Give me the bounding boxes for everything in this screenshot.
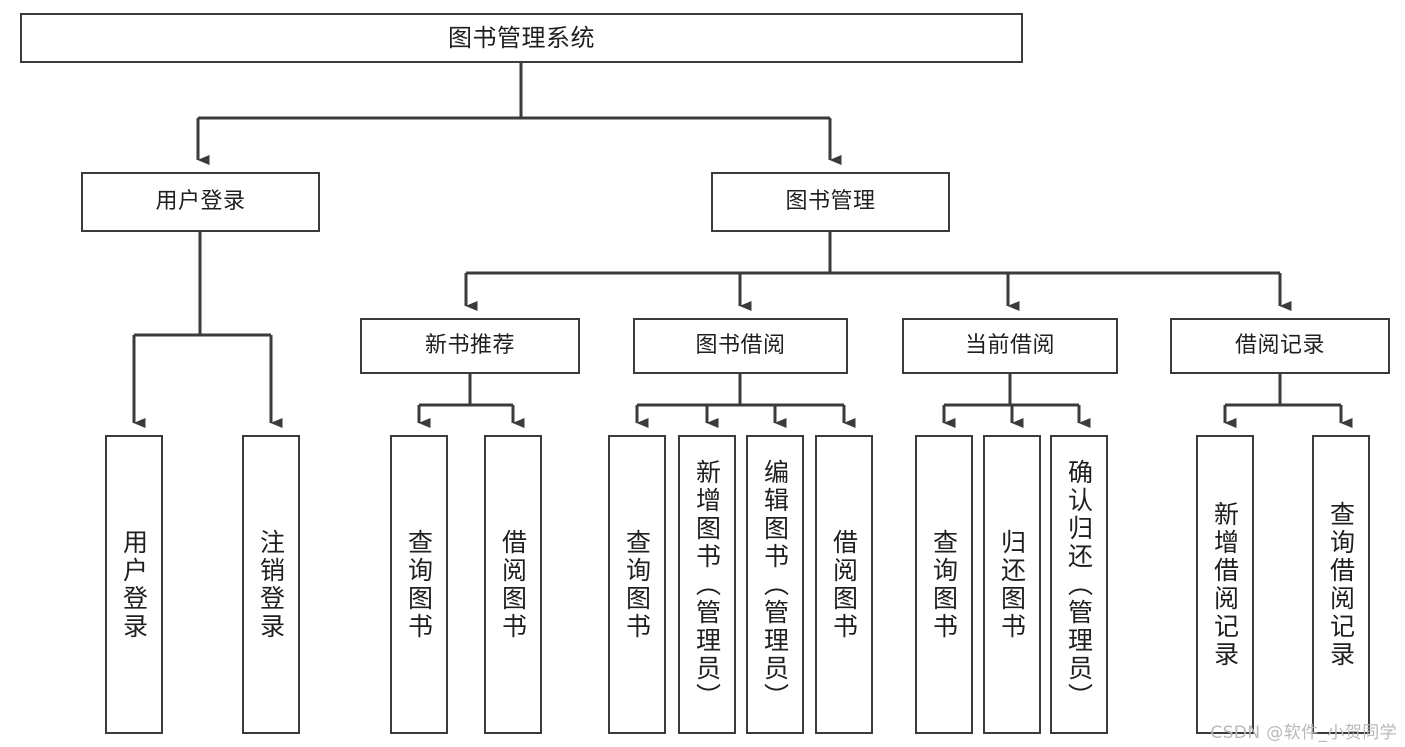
node-leaf-add-book[interactable]: 新增图书（管理员） [678,435,736,734]
node-leaf-add-book-label: 新增图书（管理员） [692,458,722,711]
node-book-borrow-label: 图书借阅 [695,333,786,359]
node-leaf-borrow-book-2-label: 借阅图书 [829,528,859,641]
node-root[interactable]: 图书管理系统 [20,13,1023,63]
node-new-book-rec-label: 新书推荐 [424,333,515,359]
node-current-borrow[interactable]: 当前借阅 [902,318,1118,374]
node-book-borrow[interactable]: 图书借阅 [633,318,848,374]
node-leaf-borrow-book-1-label: 借阅图书 [498,528,528,641]
node-new-book-rec[interactable]: 新书推荐 [360,318,580,374]
node-leaf-borrow-book-1[interactable]: 借阅图书 [484,435,542,734]
node-leaf-add-record[interactable]: 新增借阅记录 [1196,435,1254,734]
node-leaf-logout[interactable]: 注销登录 [242,435,300,734]
node-leaf-query-record[interactable]: 查询借阅记录 [1312,435,1370,734]
node-borrow-record-label: 借阅记录 [1234,333,1325,359]
node-leaf-query-book-2-label: 查询图书 [622,528,652,641]
node-user-login[interactable]: 用户登录 [81,172,320,232]
node-leaf-query-book-3[interactable]: 查询图书 [915,435,973,734]
node-book-manage[interactable]: 图书管理 [711,172,950,232]
node-borrow-record[interactable]: 借阅记录 [1170,318,1390,374]
node-leaf-return-book[interactable]: 归还图书 [983,435,1041,734]
node-current-borrow-label: 当前借阅 [964,333,1055,359]
node-leaf-add-record-label: 新增借阅记录 [1210,500,1240,669]
node-leaf-query-book-2[interactable]: 查询图书 [608,435,666,734]
node-leaf-query-book-3-label: 查询图书 [929,528,959,641]
node-leaf-query-book-1-label: 查询图书 [404,528,434,641]
node-leaf-borrow-book-2[interactable]: 借阅图书 [815,435,873,734]
node-leaf-logout-label: 注销登录 [256,528,286,641]
node-user-login-label: 用户登录 [155,189,246,215]
node-leaf-confirm-return-label: 确认归还（管理员） [1064,458,1094,711]
node-leaf-user-login-label: 用户登录 [119,528,149,641]
node-leaf-query-record-label: 查询借阅记录 [1326,500,1356,669]
node-root-label: 图书管理系统 [448,23,595,52]
node-leaf-user-login[interactable]: 用户登录 [105,435,163,734]
node-book-manage-label: 图书管理 [785,189,876,215]
node-leaf-query-book-1[interactable]: 查询图书 [390,435,448,734]
node-leaf-edit-book[interactable]: 编辑图书（管理员） [746,435,804,734]
node-leaf-confirm-return[interactable]: 确认归还（管理员） [1050,435,1108,734]
node-leaf-return-book-label: 归还图书 [997,528,1027,641]
node-leaf-edit-book-label: 编辑图书（管理员） [760,458,790,711]
